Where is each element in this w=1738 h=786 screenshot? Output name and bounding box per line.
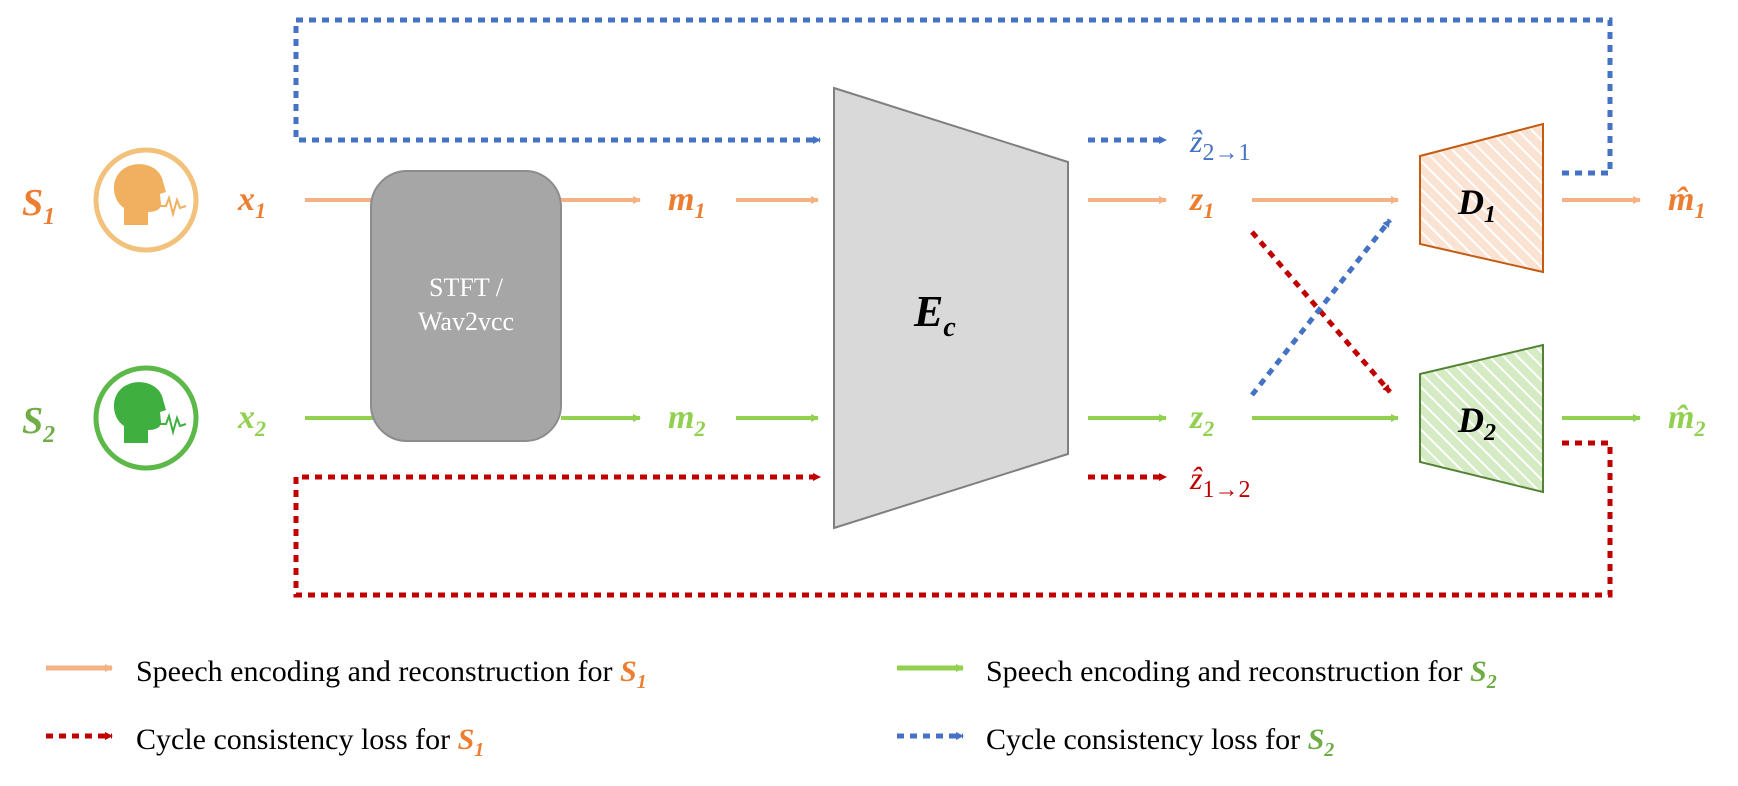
legend-text-s2-encoding: Speech encoding and reconstruction for S… (986, 655, 1497, 693)
legend-text-s1-encoding: Speech encoding and reconstruction for S… (136, 655, 647, 693)
signal-x2-label: x2 (237, 399, 266, 441)
signal-z-hat-2to1-label: ẑ2→1 (1189, 123, 1250, 166)
cycle-loss-s2-loop (293, 17, 1613, 176)
signal-m-hat2-label: m̂2 (1668, 399, 1705, 441)
speaker-s2-icon (93, 365, 199, 471)
legend-item-s2-encoding: Speech encoding and reconstruction for S… (897, 655, 1497, 693)
legend-item-s1-encoding: Speech encoding and reconstruction for S… (46, 655, 647, 693)
signal-z-hat-1to2-label: ẑ1→2 (1189, 460, 1250, 503)
encoder-label: Ec (913, 287, 956, 343)
legend: Speech encoding and reconstruction for S… (46, 655, 1497, 761)
cycle-loss-s1-loop (293, 440, 1613, 598)
decoder-d1-block: D1 (1419, 122, 1544, 274)
preprocess-line2: Wav2vcc (418, 307, 514, 336)
legend-text-s2-cycle: Cycle consistency loss for S2 (986, 723, 1334, 761)
stft-wav2vec-block: STFT / Wav2vcc (370, 170, 562, 442)
signal-m1-label: m1 (668, 181, 705, 223)
speaker-s1-label: S1 (22, 182, 55, 230)
legend-text-s1-cycle: Cycle consistency loss for S1 (136, 723, 484, 761)
speaker-s1-icon (93, 147, 199, 253)
signal-x1-label: x1 (237, 181, 266, 223)
z2-to-d1-cross-arrow (1250, 218, 1392, 397)
decoder-d2-label: D2 (1457, 400, 1496, 446)
preprocess-line1: STFT / (429, 273, 504, 302)
signal-z1-label: z1 (1189, 181, 1214, 223)
decoder-d2-block: D2 (1419, 343, 1544, 494)
decoder-d1-label: D1 (1457, 182, 1496, 228)
legend-item-s2-cycle: Cycle consistency loss for S2 (897, 723, 1334, 761)
speaker-s2-label: S2 (22, 400, 55, 448)
encoder-ec-block: Ec (833, 86, 1069, 530)
signal-m2-label: m2 (668, 399, 705, 441)
z1-to-d2-cross-arrow (1250, 230, 1392, 394)
signal-z2-label: z2 (1189, 399, 1214, 441)
signal-m-hat1-label: m̂1 (1668, 181, 1705, 223)
legend-item-s1-cycle: Cycle consistency loss for S1 (46, 723, 484, 761)
